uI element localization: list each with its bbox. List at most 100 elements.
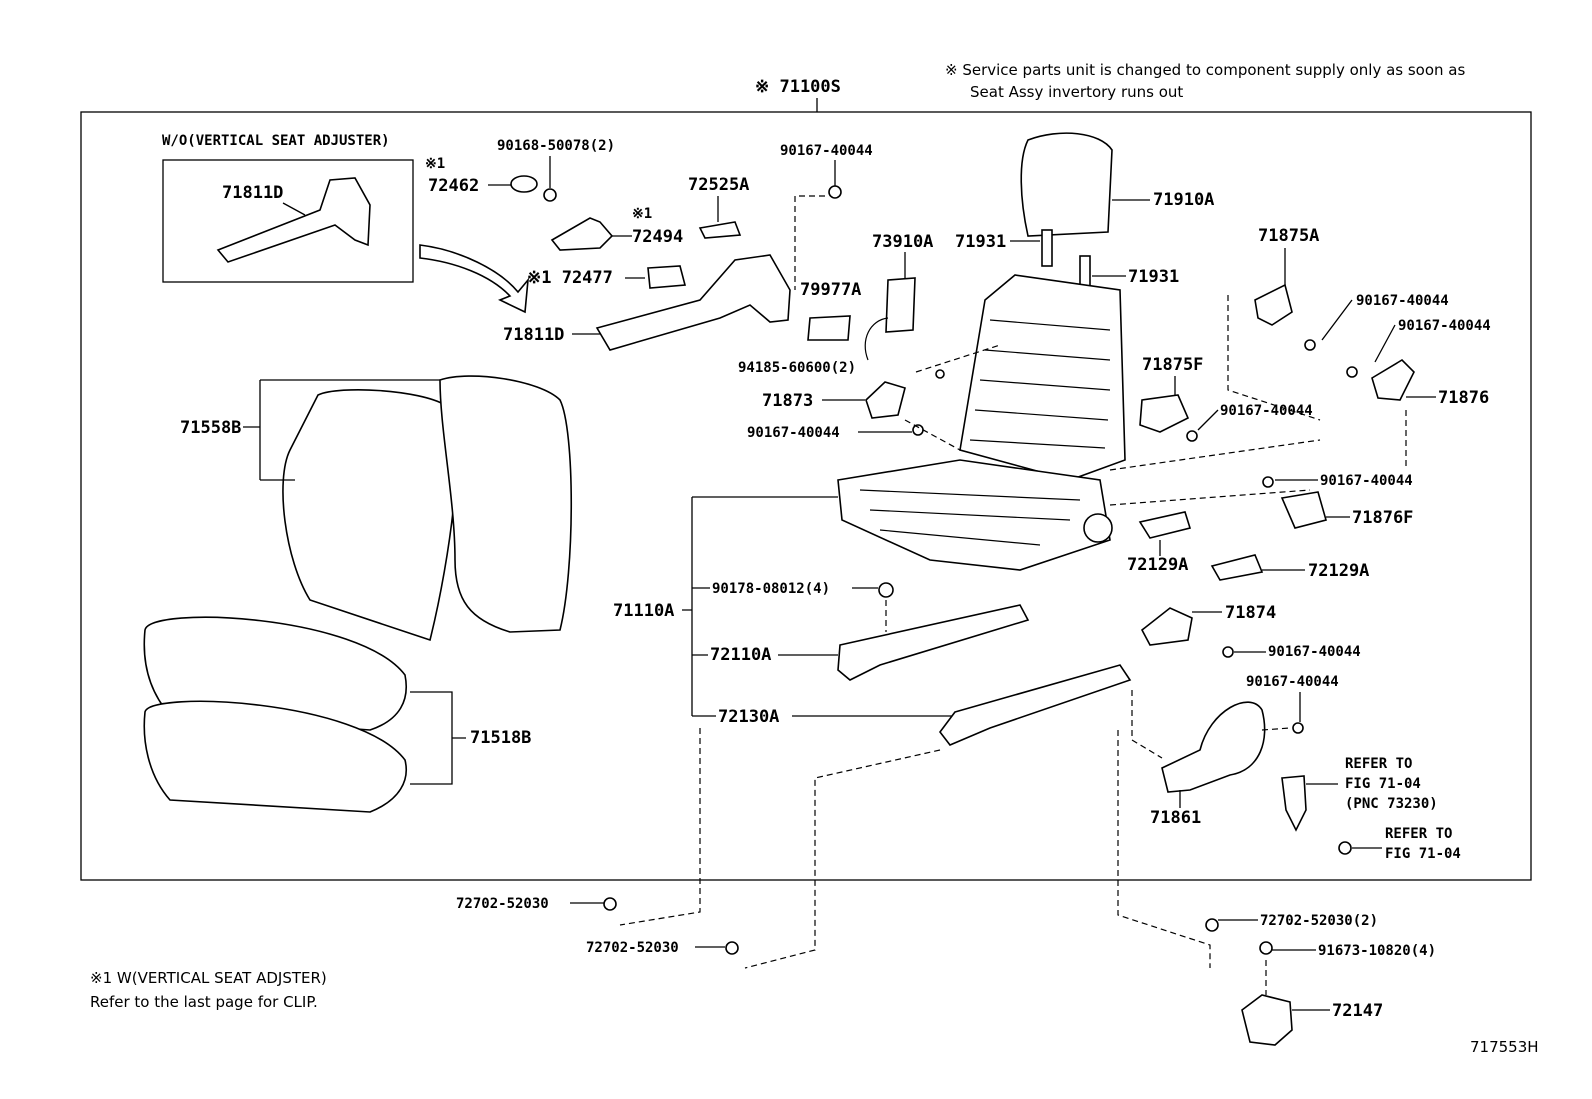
label-90167-r1: 90167-40044	[1356, 293, 1449, 309]
footnote-line1: ※1 W(VERTICAL SEAT ADJSTER)	[90, 969, 327, 987]
seat-cover-icon	[439, 375, 573, 633]
knob-cover-icon	[1210, 554, 1264, 581]
rail-icon	[938, 664, 1132, 746]
bolt-icon	[543, 188, 557, 202]
back-frame	[959, 274, 1126, 481]
nut-icon	[878, 582, 894, 598]
dash-top	[794, 195, 825, 290]
bolt-icon	[603, 897, 617, 911]
inset-leader	[282, 202, 306, 216]
bolt-icon	[725, 941, 739, 955]
bolt-icon	[1259, 941, 1273, 955]
label-71876: 71876	[1438, 388, 1489, 408]
leader-90167-r2	[1374, 324, 1396, 363]
dash-71861	[1131, 690, 1291, 759]
label-71518B: 71518B	[470, 728, 531, 748]
label-94185: 94185-60600(2)	[738, 360, 856, 376]
label-72147: 72147	[1332, 1001, 1383, 1021]
guide-icon	[1041, 229, 1053, 267]
bolt-icon	[935, 369, 945, 379]
label-71874: 71874	[1225, 603, 1276, 623]
label-72525A: 72525A	[688, 175, 749, 195]
label-73910A: 73910A	[872, 232, 933, 252]
label-90167-r4: 90167-40044	[1320, 473, 1413, 489]
cushion-frame-icon	[837, 459, 1113, 571]
cover-icon	[1280, 491, 1327, 529]
hinge-cover-icon	[1254, 283, 1293, 326]
bracket-icon	[865, 381, 906, 419]
label-90167-top: 90167-40044	[780, 143, 873, 159]
figure-code: 717553H	[1470, 1038, 1539, 1056]
hinge-cover-icon	[1139, 394, 1190, 433]
mark-72462: ※1	[425, 156, 445, 172]
label-90167-r2: 90167-40044	[1398, 318, 1491, 334]
label-90167-l: 90167-40044	[747, 425, 840, 441]
refer1-line2: FIG 71-04	[1345, 776, 1421, 792]
hinge-cover-icon	[1371, 358, 1415, 401]
label-71876F: 71876F	[1352, 508, 1413, 528]
bolt-icon	[1338, 841, 1352, 855]
label-71931-b: 71931	[1128, 267, 1179, 287]
dash-center	[904, 344, 1001, 451]
label-72477: ※1 72477	[527, 268, 613, 288]
inset-title: W/O(VERTICAL SEAT ADJUSTER)	[162, 133, 390, 149]
dash-bottom-right	[1117, 730, 1211, 968]
sensor-wire	[864, 317, 889, 361]
side-cover-icon	[595, 254, 791, 351]
label-71873: 71873	[762, 391, 813, 411]
leader-71518B	[410, 691, 466, 785]
bolt-icon	[1346, 366, 1358, 378]
lever-icon	[550, 217, 614, 251]
label-72129A-1: 72129A	[1127, 555, 1188, 575]
inset-box: W/O(VERTICAL SEAT ADJUSTER) 71811D	[162, 133, 414, 283]
inset-frame	[162, 159, 414, 283]
mark-72494: ※1	[632, 206, 652, 222]
label-71811D: 71811D	[503, 325, 564, 345]
belt-buckle-icon	[1281, 775, 1307, 832]
service-note-line1: ※ Service parts unit is changed to compo…	[945, 61, 1465, 79]
leader-71110A	[682, 496, 838, 716]
label-90178: 90178-08012(4)	[712, 581, 830, 597]
inset-part-label: 71811D	[222, 183, 283, 203]
label-72702-b: 72702-52030	[586, 940, 679, 956]
clip-icon	[647, 265, 687, 289]
bracket-icon	[1241, 994, 1293, 1046]
refer2-line1: REFER TO	[1385, 826, 1452, 842]
label-90167-r3: 90167-40044	[1220, 403, 1313, 419]
bolt-icon	[1222, 646, 1234, 658]
bolt-icon	[1304, 339, 1316, 351]
back-springs	[969, 319, 1111, 449]
label-72462: 72462	[428, 176, 479, 196]
refer1-line1: REFER TO	[1345, 756, 1412, 772]
rail-icon	[837, 604, 1030, 681]
label-71875A: 71875A	[1258, 226, 1319, 246]
bolt-icon	[1186, 430, 1198, 442]
label-71558B: 71558B	[180, 418, 241, 438]
footnote-line2: Refer to the last page for CLIP.	[90, 993, 318, 1011]
refer1-line3: (PNC 73230)	[1345, 796, 1438, 812]
label-91673: 91673-10820(4)	[1318, 943, 1436, 959]
assembly-code: ※ 71100S	[755, 77, 841, 97]
headrest-icon	[1020, 132, 1113, 237]
label-71861: 71861	[1150, 808, 1201, 828]
label-71875F: 71875F	[1142, 355, 1203, 375]
bolt-icon	[1262, 476, 1274, 488]
dash-right-1	[1227, 295, 1321, 421]
frame-icon	[959, 274, 1126, 481]
label-72110A: 72110A	[710, 645, 771, 665]
leader-90167-r3	[1197, 409, 1219, 431]
label-90167-r6: 90167-40044	[1246, 674, 1339, 690]
leader-71558B	[243, 379, 440, 481]
side-cover-icon	[216, 177, 371, 263]
cover-icon	[698, 221, 742, 239]
service-note-line2: Seat Assy invertory runs out	[970, 83, 1183, 101]
cushion-springs	[859, 489, 1081, 546]
seat-cover-icon	[282, 389, 458, 642]
label-90167-r5: 90167-40044	[1268, 644, 1361, 660]
label-72702-a: 72702-52030	[456, 896, 549, 912]
label-90168: 90168-50078(2)	[497, 138, 615, 154]
cover-icon	[1140, 607, 1193, 646]
bolt-icon	[1292, 722, 1304, 734]
